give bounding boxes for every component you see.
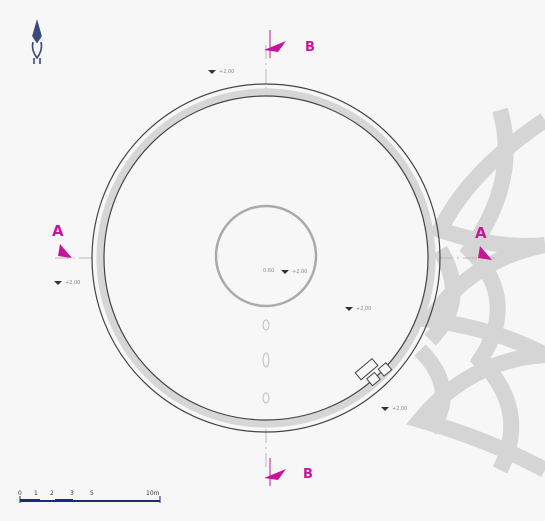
section-arrow-icon bbox=[264, 469, 286, 480]
scale-end-label: 10m bbox=[146, 490, 160, 497]
scale-mark-5: 5 bbox=[90, 490, 94, 497]
section-b-top: B bbox=[264, 30, 315, 58]
north-arrow-icon bbox=[31, 19, 43, 64]
scale-start-label: 0 bbox=[18, 490, 22, 497]
outer-wall bbox=[91, 83, 441, 433]
svg-text:+2,00: +2,00 bbox=[65, 280, 80, 286]
section-arrow-icon bbox=[478, 246, 492, 260]
section-a-left-label: A bbox=[52, 222, 64, 240]
inner-circle bbox=[214, 204, 318, 308]
section-arrow-icon bbox=[58, 244, 72, 258]
elevation-mark-right-mid: +2,00 bbox=[345, 306, 371, 312]
svg-text:0.60: 0.60 bbox=[263, 268, 274, 274]
elevation-mark-bottom-right: +2,00 bbox=[381, 406, 407, 412]
lattice-watermark bbox=[405, 107, 545, 478]
scale-bar: 0 1 2 3 5 10m bbox=[18, 490, 161, 503]
section-a-left: A bbox=[52, 222, 72, 258]
section-a-right: A bbox=[475, 224, 492, 260]
section-arrow-icon bbox=[264, 41, 286, 52]
elevation-mark-center: 0.60 +2,00 bbox=[263, 268, 307, 275]
scale-mark-3: 3 bbox=[70, 490, 74, 497]
elevation-mark-top-left: +2,00 bbox=[208, 69, 234, 75]
svg-text:+2,00: +2,00 bbox=[392, 406, 407, 412]
svg-text:+2,00: +2,00 bbox=[219, 69, 234, 75]
svg-text:+2,00: +2,00 bbox=[292, 269, 307, 275]
svg-text:+2,00: +2,00 bbox=[356, 306, 371, 312]
section-b-bottom: B bbox=[264, 458, 313, 486]
elevation-mark-left: +2,00 bbox=[54, 280, 80, 286]
scale-mark-1: 1 bbox=[34, 490, 38, 497]
section-a-right-label: A bbox=[475, 224, 487, 242]
scale-mark-2: 2 bbox=[50, 490, 54, 497]
axis-markers bbox=[262, 319, 270, 404]
section-b-top-label: B bbox=[305, 40, 315, 55]
section-b-bottom-label: B bbox=[303, 467, 313, 482]
entrance-gate bbox=[354, 357, 393, 387]
